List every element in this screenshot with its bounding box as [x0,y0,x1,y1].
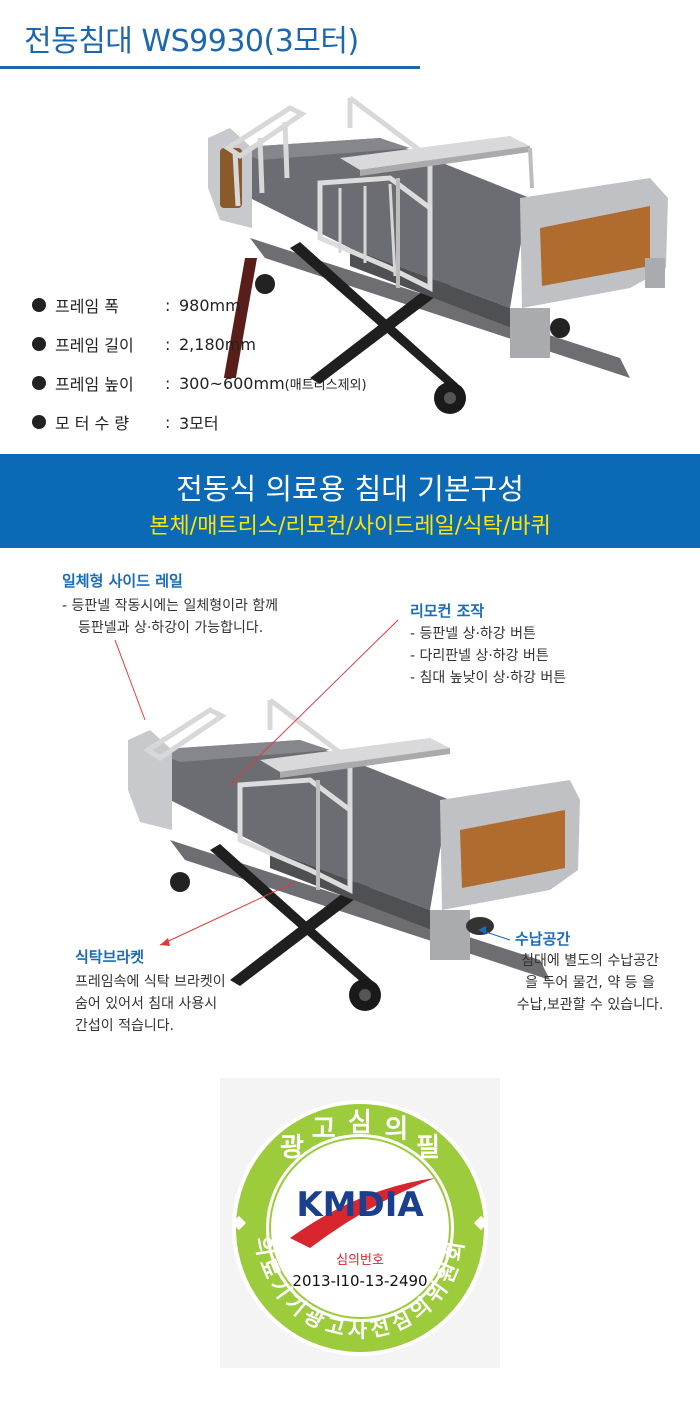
brand-swoosh-icon [290,1178,435,1248]
spec-value: 3모터 [179,414,219,433]
callout-line: 간섭이 적습니다. [75,1018,175,1034]
callout-line: 수납,보관할 수 있습니다. [516,997,664,1013]
spec-row-length: 프레임 길이 : 2,180mm [32,332,256,356]
callout-line: 프레임속에 식탁 브라켓이 [75,974,226,990]
callout-side-rail: 일체형 사이드 레일 - 등판넬 작동시에는 일체형이라 함께 등판넬과 상·하… [62,570,278,639]
callout-table-bracket: 식탁브라켓 프레임속에 식탁 브라켓이 숨어 있어서 침대 사용시 간섭이 적습… [75,946,226,1037]
callout-line: - 다리판넬 상·하강 버튼 [410,648,549,664]
spec-label: 모 터 수 량 [55,414,130,433]
spec-row-height: 프레임 높이 : 300~600mm (매트리스제외) [32,371,367,395]
bullet-icon [32,298,46,312]
callout-line: - 침대 높낮이 상·하강 버튼 [410,670,567,686]
callout-title: 일체형 사이드 레일 [62,572,183,590]
callout-title: 식탁브라켓 [75,948,145,966]
callout-line: 침대에 별도의 수납공간 [521,953,659,969]
spec-value: 300~600mm [179,373,285,393]
callout-line: 을 두어 물건, 약 등 을 [525,975,655,991]
spec-row-width: 프레임 폭 : 980mm [32,293,241,317]
callout-line: - 등판넬 작동시에는 일체형이라 함께 [62,598,279,614]
callout-title: 수납공간 [515,930,571,948]
spec-value: 980mm [179,295,241,315]
bullet-icon [32,415,46,429]
composition-banner [0,454,700,548]
spec-row-motor: 모 터 수 량 : 3모터 [32,410,219,434]
callout-storage: 수납공간 [515,928,570,949]
callout-line: 등판넬과 상·하강이 가능합니다. [78,620,264,636]
seal-brand: KMDIA [296,1185,424,1225]
spec-label: 프레임 길이 [55,336,134,355]
diamond-icon [473,1215,489,1231]
spec-label: 프레임 높이 [55,375,134,394]
spec-value: 2,180mm [179,334,256,354]
page-title: 전동침대 WS9930(3모터) [24,24,359,59]
banner-title: 전동식 의료용 침대 기본구성 [176,472,524,506]
bed-image-detail [114,619,580,1011]
callout-title: 리모컨 조작 [410,602,485,620]
banner-subtitle: 본체/매트리스/리모컨/사이드레일/식탁/바퀴 [149,514,551,539]
callout-line: - 등판넬 상·하강 버튼 [410,626,536,642]
bullet-icon [32,337,46,351]
title-underline [0,66,420,69]
callout-remote: 리모컨 조작 - 등판넬 상·하강 버튼 - 다리판넬 상·하강 버튼 - 침대… [410,600,566,689]
seal-label: 심의번호 [336,1253,384,1268]
callout-storage-body: 침대에 별도의 수납공간 을 두어 물건, 약 등 을 수납,보관할 수 있습니… [490,950,690,1016]
spec-label: 프레임 폭 [55,297,119,316]
callout-line: 숨어 있어서 침대 사용시 [75,996,218,1012]
diamond-icon [231,1215,247,1231]
bed-image-top [208,96,668,414]
seal-number: 2013-I10-13-2490 [292,1272,427,1290]
spec-note: (매트리스제외) [284,377,367,393]
bullet-icon [32,376,46,390]
